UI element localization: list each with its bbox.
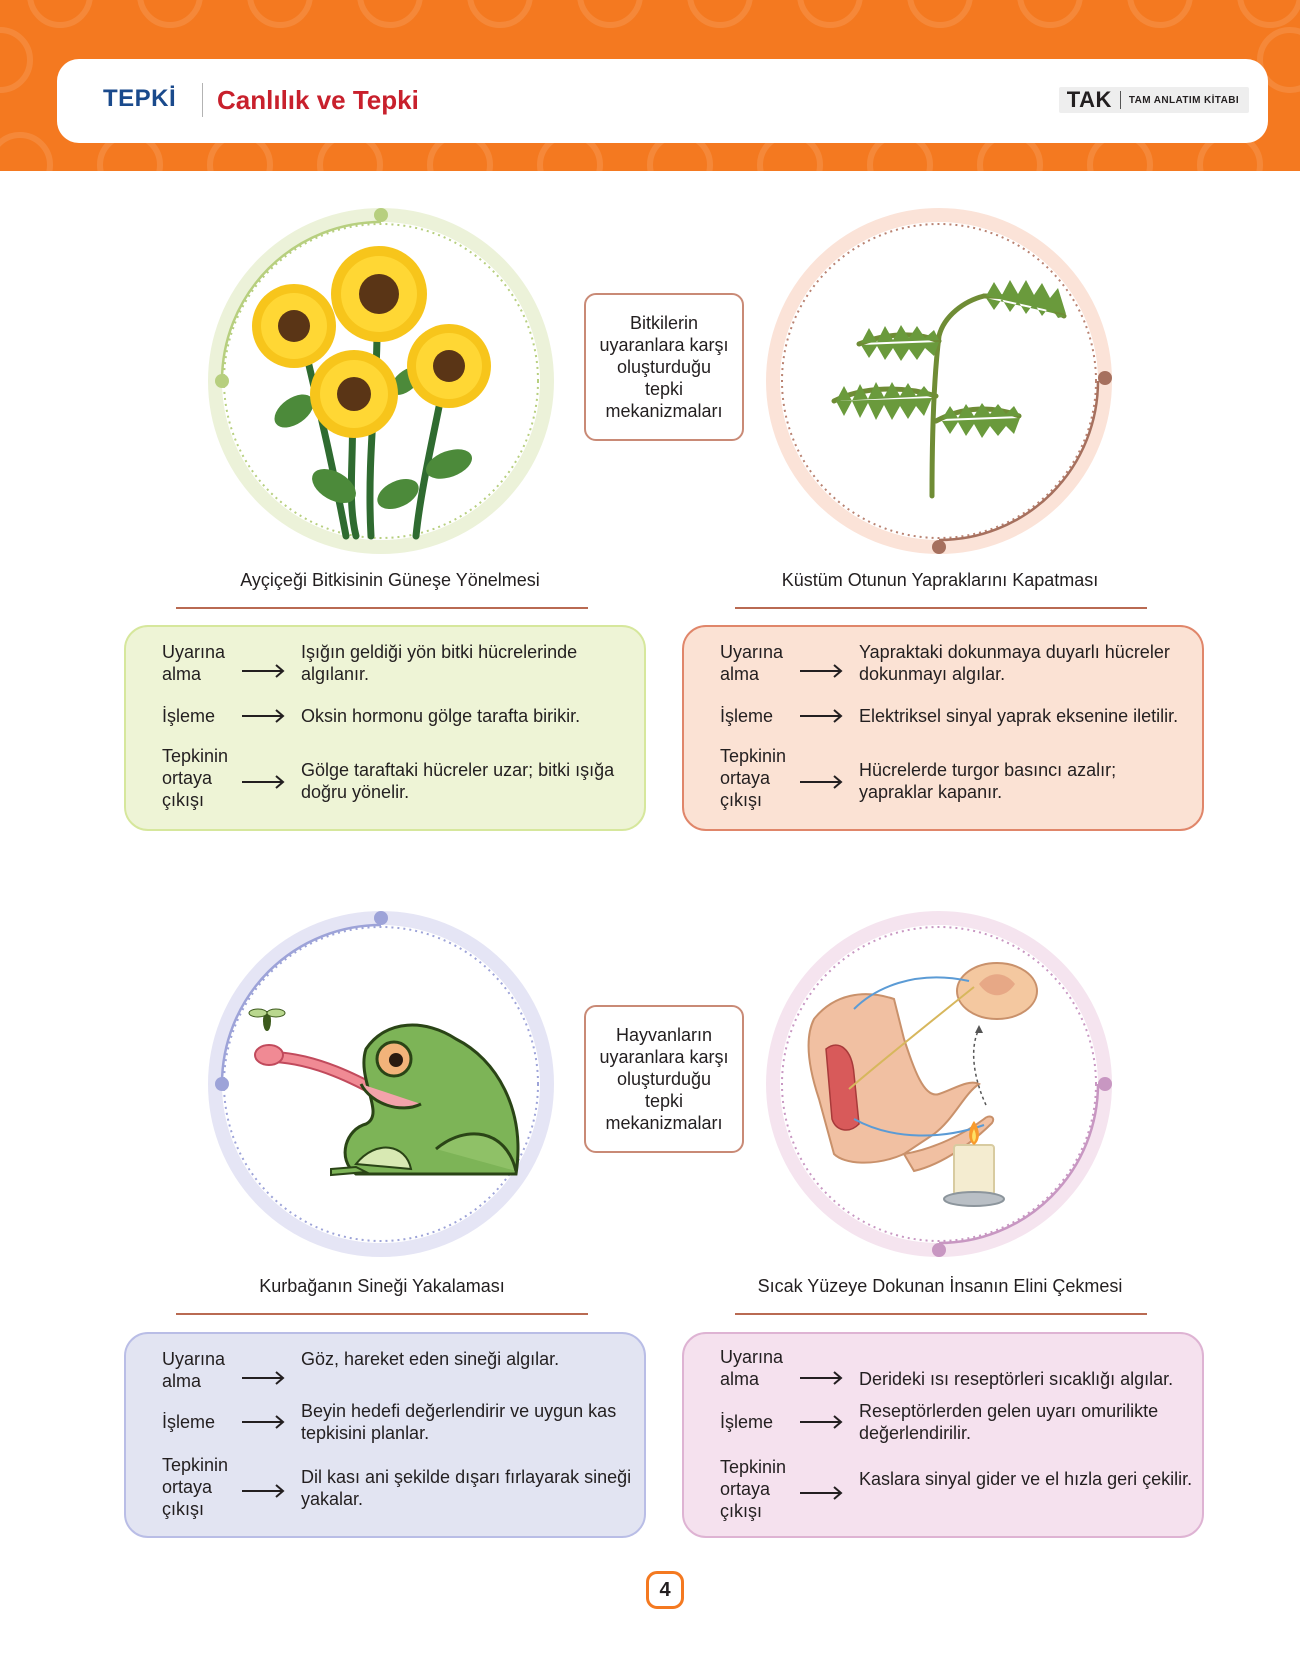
row-label: Tepkinin ortaya çıkışı [720,746,787,810]
page-number: 4 [646,1571,684,1609]
arrow-right-icon [800,1371,843,1385]
row-text: Elektriksel sinyal yaprak eksenine ileti… [859,706,1179,726]
arrow-right-icon [242,709,285,723]
row-label: İşleme [162,706,216,726]
reflex-info-box: Uyarına alma Derideki ısı reseptörleri s… [682,1332,1204,1538]
row-label: Tepkinin ortaya çıkışı [162,1455,229,1519]
row-text: Derideki ısı reseptörleri sıcaklığı algı… [859,1369,1174,1389]
row-text: Gölge taraftaki hücreler uzar; bitki ışı… [301,760,615,802]
arrow-right-icon [242,1415,285,1429]
header-band: TEPKİ Canlılık ve Tepki TAK TAM ANLATIM … [0,0,1300,171]
caption-rule [735,1313,1147,1315]
arrow-right-icon [242,664,285,678]
mimosa-circle [764,206,1114,556]
arrow-right-icon [800,1415,843,1429]
frog-circle [206,909,556,1259]
caption-rule [176,607,588,609]
arrow-right-icon [242,1484,285,1498]
row-label: Uyarına alma [162,642,226,684]
sunflower-head-1 [331,246,427,342]
arrow-right-icon [242,1371,285,1385]
row-text: Yapraktaki dokunmaya duyarlı hücreler do… [859,642,1170,684]
brand-badge: TAK TAM ANLATIM KİTABI [1058,87,1249,113]
row-label: İşleme [720,706,774,726]
arrow-right-icon [800,664,843,678]
topic-title: Canlılık ve Tepki [217,85,419,115]
row-text: Işığın geldiği yön bitki hücrelerinde al… [301,642,578,684]
unit-title: TEPKİ [103,85,177,112]
plants-center-label: Bitkilerin uyaranlara karşı oluşturduğu … [584,293,744,441]
row-label: Uyarına alma [162,1349,226,1391]
frog-info-box: Uyarına alma Göz, hareket eden sineği al… [124,1332,646,1538]
row-text: Dil kası ani şekilde dışarı fırlayarak s… [301,1467,632,1509]
row-label: Uyarına alma [720,1347,784,1389]
panel-caption: Sıcak Yüzeye Dokunan İnsanın Elini Çekme… [757,1276,1123,1296]
mimosa-info-box: Uyarına alma Yapraktaki dokunmaya duyarl… [682,625,1204,831]
row-label: Tepkinin ortaya çıkışı [162,746,229,810]
header-divider [202,83,203,117]
frog-catching-fly-illustration [248,1008,520,1177]
arrow-right-icon [800,775,843,789]
arrow-right-icon [242,775,285,789]
spinal-cord-icon [956,962,1038,1020]
brand-subtitle: TAM ANLATIM KİTABI [1128,94,1239,106]
candle-icon [943,1121,1005,1207]
reflex-arc-illustration [807,962,1038,1207]
row-text: Göz, hareket eden sineği algılar. [301,1349,560,1369]
header-card: TEPKİ Canlılık ve Tepki TAK TAM ANLATIM … [57,59,1268,143]
caption-rule [176,1313,588,1315]
caption-rule [735,607,1147,609]
brand-divider [1119,91,1121,109]
sunflower-info-box: Uyarına alma Işığın geldiği yön bitki hü… [124,625,646,831]
row-text: Reseptörlerden gelen uyarı omurilikte de… [859,1401,1159,1443]
panel-caption: Küstüm Otunun Yapraklarını Kapatması [781,570,1099,590]
reflex-circle [764,909,1114,1259]
arrow-right-icon [800,709,843,723]
mimosa-leaf-illustration [831,280,1067,499]
arrow-right-icon [800,1486,843,1500]
row-label: Uyarına alma [720,642,784,684]
sunflower-circle [206,206,556,556]
animals-center-label: Hayvanların uyaranlara karşı oluşturduğu… [584,1005,744,1153]
brand-logo: TAK [1066,87,1112,112]
panel-caption: Kurbağanın Sineği Yakalaması [259,1276,505,1296]
sunflower-illustration [252,246,491,540]
panel-caption: Ayçiçeği Bitkisinin Güneşe Yönelmesi [240,570,540,590]
row-text: Beyin hedefi değerlendirir ve uygun kas … [301,1401,617,1443]
row-label: Tepkinin ortaya çıkışı [720,1457,787,1521]
row-label: İşleme [162,1412,216,1432]
row-label: İşleme [720,1412,774,1432]
row-text: Kaslara sinyal gider ve el hızla geri çe… [859,1469,1193,1489]
row-text: Hücrelerde turgor basıncı azalır; yaprak… [859,760,1117,802]
fly-icon [248,1008,286,1031]
row-text: Oksin hormonu gölge tarafta birikir. [301,706,581,726]
